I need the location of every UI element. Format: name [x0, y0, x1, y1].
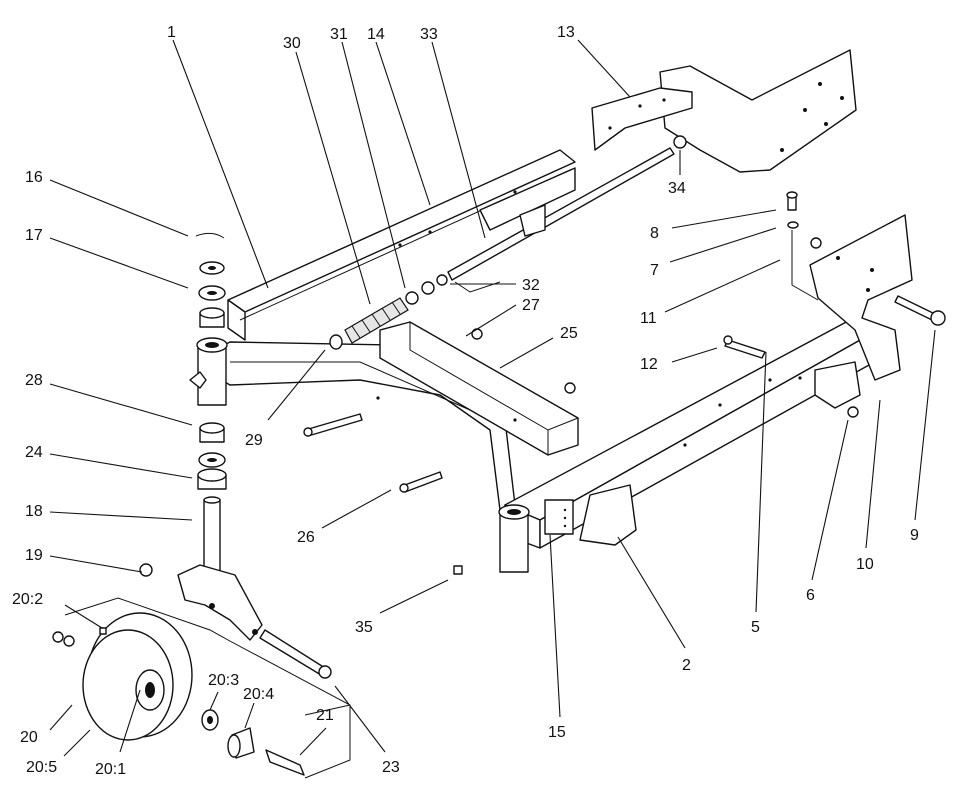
callout-20-4: 20:4 [243, 686, 274, 703]
callout-17: 17 [25, 227, 43, 244]
callout-31: 31 [330, 26, 348, 43]
callout-20-3: 20:3 [208, 672, 239, 689]
callout-6: 6 [806, 587, 815, 604]
callout-20: 20 [20, 729, 38, 746]
leader-lines [49, 39, 936, 779]
wheel [52, 612, 305, 776]
callout-13: 13 [557, 24, 575, 41]
main-frame [498, 319, 879, 573]
callout-15: 15 [548, 724, 566, 741]
hardware [139, 135, 946, 577]
callout-1: 1 [167, 24, 176, 41]
callout-35: 35 [355, 619, 373, 636]
callout-28: 28 [25, 372, 43, 389]
callout-10: 10 [856, 556, 874, 573]
callout-16: 16 [25, 169, 43, 186]
callout-20-2: 20:2 [12, 591, 43, 608]
callout-30: 30 [283, 35, 301, 52]
callout-34: 34 [668, 180, 686, 197]
caster-fork [177, 564, 332, 679]
rod-33 [447, 147, 675, 281]
callout-27: 27 [522, 297, 540, 314]
callout-9: 9 [910, 527, 919, 544]
callout-29: 29 [245, 432, 263, 449]
cross-tube-25 [379, 321, 579, 456]
callout-23: 23 [382, 759, 400, 776]
frame-rail-14 [227, 149, 576, 341]
callout-26: 26 [297, 529, 315, 546]
callout-33: 33 [420, 26, 438, 43]
callout-5: 5 [751, 619, 760, 636]
callout-20-1: 20:1 [95, 761, 126, 778]
callout-20-5: 20:5 [26, 759, 57, 776]
callout-labels: 1 30 31 14 33 13 16 17 34 8 7 32 27 11 2… [12, 24, 919, 778]
callout-25: 25 [560, 325, 578, 342]
bracket-10 [809, 214, 913, 381]
callout-8: 8 [650, 225, 659, 242]
callout-24: 24 [25, 444, 43, 461]
callout-32: 32 [522, 277, 540, 294]
spring-31 [329, 274, 448, 350]
callout-18: 18 [25, 503, 43, 520]
callout-2: 2 [682, 657, 691, 674]
callout-12: 12 [640, 356, 658, 373]
callout-7: 7 [650, 262, 659, 279]
callout-19: 19 [25, 547, 43, 564]
callout-14: 14 [367, 26, 385, 43]
callout-21: 21 [316, 707, 334, 724]
bracket-13 [591, 49, 857, 173]
callout-11: 11 [640, 310, 657, 327]
caster-spindle [195, 232, 227, 573]
